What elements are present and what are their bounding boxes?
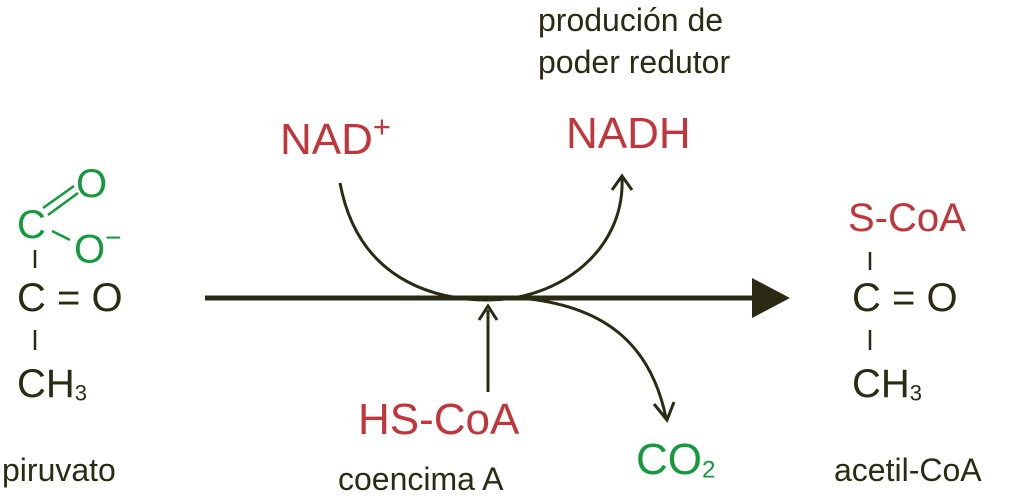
co2-arrowhead	[652, 401, 676, 423]
pyruvate-methyl: CH3	[17, 362, 88, 406]
nad-charge: +	[372, 109, 391, 144]
pyruvate-o-minus: O−	[74, 222, 122, 272]
acetyl-coa-name: acetil-CoA	[834, 452, 982, 488]
acetyl-methyl: CH3	[852, 362, 923, 406]
acetyl-scoa: S-CoA	[848, 196, 966, 240]
nadh-arrowhead	[610, 173, 634, 191]
pyruvate-carbonyl: C = O	[17, 276, 123, 320]
co2-label: CO2	[636, 435, 716, 484]
coenzyme-a-name: coencima A	[338, 461, 504, 497]
pyruvate-double-bond-1	[42, 184, 75, 210]
nadh-label: NADH	[566, 109, 691, 158]
co2-release-curve	[519, 296, 668, 419]
pyruvate-c-carboxyl: C	[17, 203, 46, 247]
hscoa-arrowhead	[477, 303, 499, 321]
pyruvate-o-top: O	[76, 162, 108, 206]
acetyl-carbonyl: C = O	[852, 276, 958, 320]
reducing-power-note-line2: poder redutor	[538, 44, 731, 80]
pyruvate-single-bond-o	[51, 229, 71, 242]
nad-label: NAD+	[280, 109, 391, 164]
nad-to-nadh-curve	[338, 177, 624, 302]
main-arrowhead	[752, 278, 790, 318]
hscoa-label: HS-CoA	[358, 395, 520, 444]
pyruvate-name: piruvato	[2, 452, 116, 488]
reducing-power-note-line1: produción de	[538, 2, 724, 38]
pyruvate-double-bond-2	[47, 191, 79, 217]
